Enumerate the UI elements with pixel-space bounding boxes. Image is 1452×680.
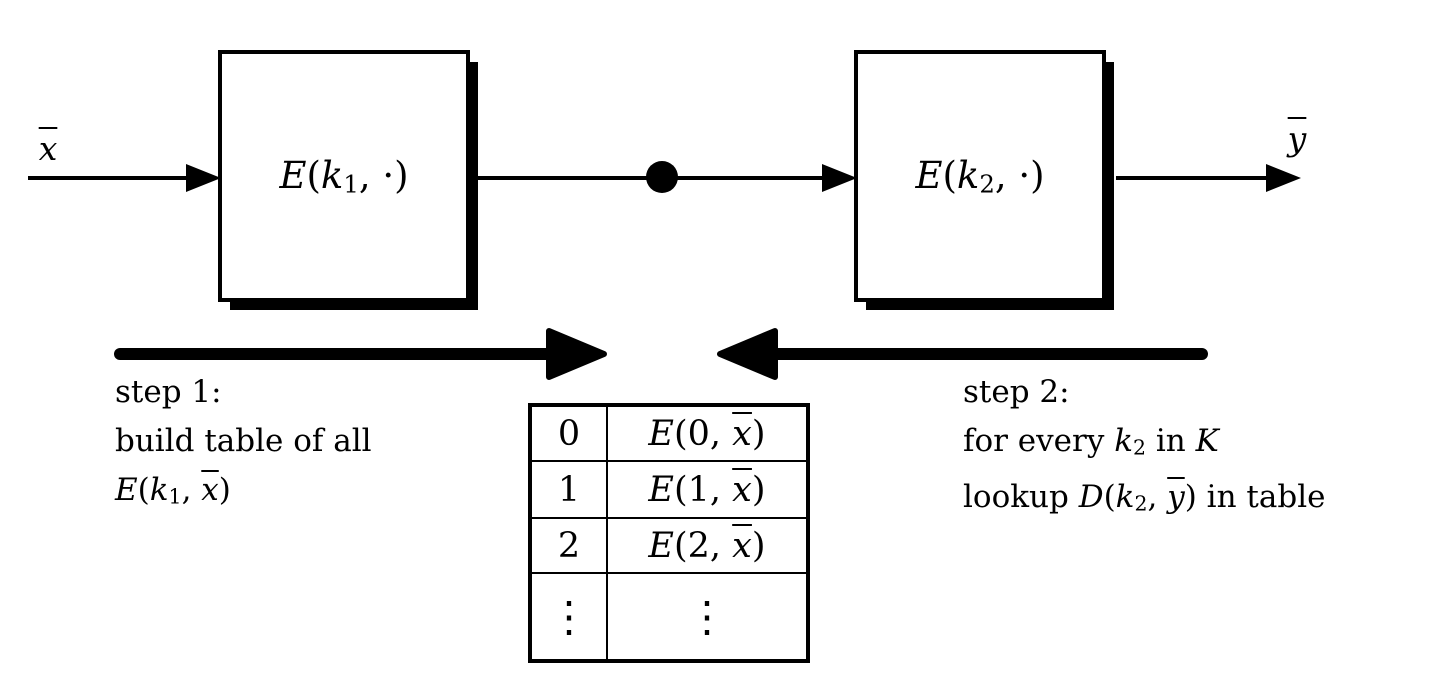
output-arrow	[1116, 164, 1301, 192]
table-row: 1 E(1, x)	[529, 460, 809, 519]
table-row: 2 E(2, x)	[529, 517, 809, 574]
input-arrow	[28, 164, 221, 192]
step2-arrow	[717, 328, 1208, 380]
step1-line3: E(k1, x)	[115, 472, 231, 509]
table-cell-value: E(2, x)	[606, 517, 809, 574]
table-cell-key: 2	[529, 517, 608, 574]
arrowhead-icon	[1266, 164, 1301, 192]
step2-line1: step 2:	[963, 374, 1070, 410]
junction-dot	[646, 161, 678, 193]
step2-line2: for every k2 in K	[963, 423, 1219, 460]
encryption-box-2-label: E(k2, ·)	[915, 153, 1045, 199]
encryption-box-1: E(k1, ·)	[218, 50, 470, 302]
table-row: ⋮ ⋮	[529, 572, 809, 662]
arrowhead-icon	[186, 164, 221, 192]
input-label: x	[38, 129, 58, 168]
lookup-table: 0 E(0, x) 1 E(1, x) 2 E(2, x) ⋮ ⋮	[528, 403, 810, 663]
step2-line3: lookup D(k2, y) in table	[963, 478, 1326, 516]
step1-line1: step 1:	[115, 374, 222, 410]
table-cell-key: 1	[529, 460, 608, 519]
arrowhead-icon	[822, 164, 857, 192]
table-cell-key: ⋮	[529, 572, 608, 662]
table-row: 0 E(0, x)	[529, 404, 809, 462]
output-label: y	[1287, 119, 1307, 158]
arrowhead-icon	[717, 328, 778, 380]
encryption-box-2: E(k2, ·)	[854, 50, 1106, 302]
table-cell-value: E(1, x)	[606, 460, 809, 519]
table-cell-value: ⋮	[606, 572, 809, 662]
step1-caption: step 1: build table of all E(k1, x)	[115, 368, 372, 522]
table-cell-value: E(0, x)	[606, 404, 809, 462]
step1-line2: build table of all	[115, 423, 372, 459]
middle-connector-arrow	[478, 161, 857, 193]
encryption-box-1-label: E(k1, ·)	[279, 153, 409, 199]
step2-caption: step 2: for every k2 in K lookup D(k2, y…	[963, 368, 1325, 528]
arrowhead-icon	[546, 328, 607, 380]
table-cell-key: 0	[529, 404, 608, 462]
step1-arrow	[114, 328, 607, 380]
